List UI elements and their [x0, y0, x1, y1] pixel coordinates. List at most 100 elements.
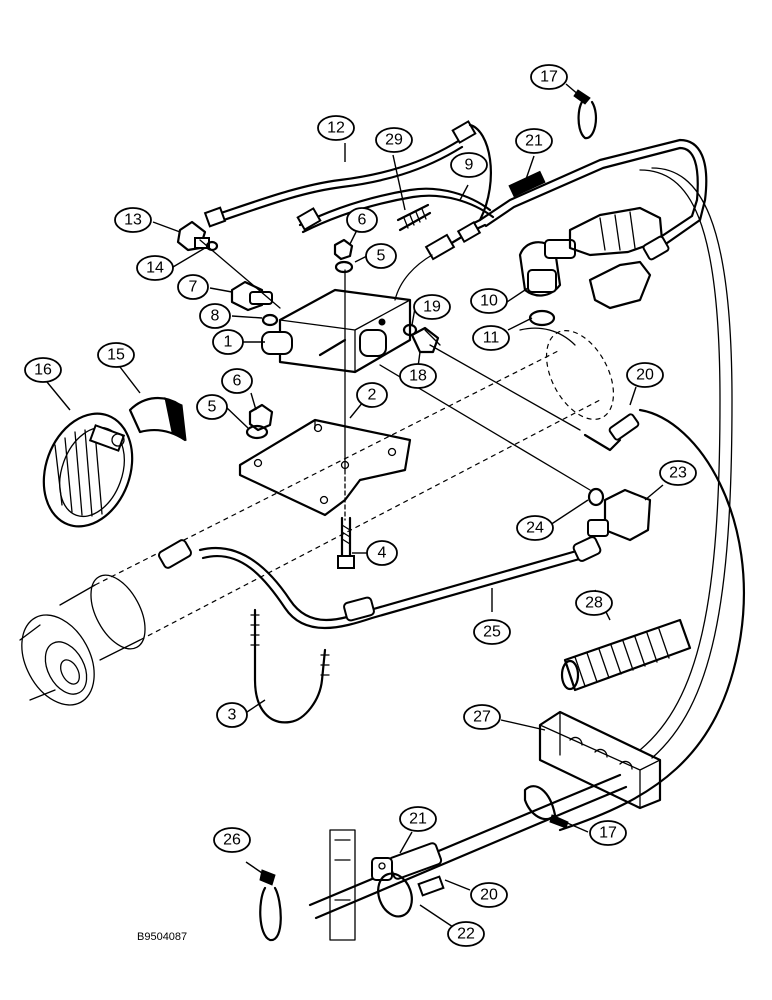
hose-20-upper: [558, 408, 745, 832]
svg-text:23: 23: [669, 465, 687, 482]
svg-text:2: 2: [368, 387, 377, 404]
svg-text:26: 26: [223, 832, 241, 849]
svg-text:4: 4: [378, 545, 387, 562]
callout-10: 10: [470, 288, 508, 314]
tube-21-upper: [478, 138, 708, 261]
nut-6-upper: [333, 238, 354, 261]
mounting-plate-2: [238, 418, 412, 517]
callout-19: 19: [413, 294, 451, 320]
callout-14: 14: [136, 255, 174, 281]
hose-clamp-16: [42, 412, 134, 528]
svg-text:17: 17: [599, 825, 617, 842]
callout-20-bottom: 20: [470, 882, 508, 908]
callout-26: 26: [213, 827, 251, 853]
svg-text:8: 8: [211, 308, 220, 325]
tube-9: [296, 187, 495, 234]
callout-1: 1: [212, 329, 244, 355]
callout-18: 18: [399, 363, 437, 389]
callout-11: 11: [472, 325, 510, 351]
callout-20-top: 20: [626, 362, 664, 388]
elbow-fitting-23: [587, 488, 652, 542]
hydraulic-cylinder: [19, 327, 615, 706]
elbow-connector-10: [518, 239, 576, 297]
clip-17-lower: [523, 785, 569, 829]
svg-text:6: 6: [233, 373, 242, 390]
callout-8: 8: [199, 303, 231, 329]
svg-text:22: 22: [457, 926, 475, 943]
sensor-harness: [394, 220, 487, 301]
callout-3: 3: [216, 702, 248, 728]
callout-28: 28: [575, 590, 613, 616]
svg-text:12: 12: [327, 120, 345, 137]
spiral-wrap-28: [560, 618, 692, 692]
figure-code: B9504087: [137, 931, 187, 943]
callout-29: 29: [375, 127, 413, 153]
svg-text:3: 3: [228, 707, 237, 724]
callout-27: 27: [463, 704, 501, 730]
svg-text:21: 21: [525, 133, 543, 150]
callout-25: 25: [473, 619, 511, 645]
svg-text:10: 10: [480, 293, 498, 310]
callout-4: 4: [366, 540, 398, 566]
bolt-4: [337, 516, 355, 569]
svg-text:15: 15: [107, 347, 125, 364]
callout-15: 15: [97, 342, 135, 368]
washer-5-lower: [245, 424, 269, 440]
svg-text:20: 20: [636, 367, 654, 384]
callout-7: 7: [177, 274, 209, 300]
callout-2: 2: [356, 382, 388, 408]
callout-6-bottom: 6: [221, 368, 253, 394]
callout-24: 24: [516, 515, 554, 541]
nut-6-lower: [248, 403, 274, 432]
callout-5-bottom: 5: [196, 394, 228, 420]
callout-23: 23: [659, 460, 697, 486]
svg-text:19: 19: [423, 299, 441, 316]
o-ring-24: [587, 487, 605, 507]
svg-text:1: 1: [224, 334, 233, 351]
svg-text:21: 21: [409, 811, 427, 828]
elbow-fitting-13: [176, 220, 210, 252]
svg-text:11: 11: [483, 330, 500, 347]
valve-block-1: [261, 288, 412, 374]
o-ring-11: [528, 309, 556, 327]
svg-text:24: 24: [526, 520, 544, 537]
svg-text:5: 5: [377, 248, 386, 265]
clip-17-upper: [573, 89, 598, 140]
sensor-29: [396, 203, 432, 232]
hose-3: [250, 608, 330, 724]
clamp-22: [377, 872, 445, 918]
tube-12: [203, 120, 492, 228]
svg-text:16: 16: [34, 362, 52, 379]
tube-21-lower: [308, 773, 628, 941]
svg-text:28: 28: [585, 595, 603, 612]
washer-5-upper: [334, 260, 354, 274]
svg-text:7: 7: [189, 279, 198, 296]
callout-5-top: 5: [365, 243, 397, 269]
svg-text:20: 20: [480, 887, 498, 904]
callout-12: 12: [317, 115, 355, 141]
svg-text:14: 14: [146, 260, 164, 277]
clip-26: [259, 869, 282, 942]
callout-22: 22: [447, 921, 485, 947]
svg-text:27: 27: [473, 709, 491, 726]
svg-text:13: 13: [124, 212, 142, 229]
svg-text:9: 9: [465, 157, 474, 174]
svg-text:5: 5: [208, 399, 217, 416]
o-ring-19: [402, 323, 418, 337]
callout-17-bottom: 17: [589, 820, 627, 846]
o-ring-8: [261, 313, 279, 327]
svg-text:29: 29: [385, 132, 403, 149]
callout-21-bottom: 21: [399, 806, 437, 832]
svg-text:18: 18: [409, 368, 427, 385]
callout-6-top: 6: [346, 207, 378, 233]
fitting-18: [410, 326, 441, 354]
callout-9: 9: [450, 152, 488, 178]
callout-13: 13: [114, 207, 152, 233]
insert-15: [128, 397, 187, 442]
callout-16: 16: [24, 357, 62, 383]
cable-right: [639, 167, 733, 759]
hose-25: [157, 536, 602, 629]
svg-text:17: 17: [540, 69, 558, 86]
bracket-27: [538, 710, 662, 810]
